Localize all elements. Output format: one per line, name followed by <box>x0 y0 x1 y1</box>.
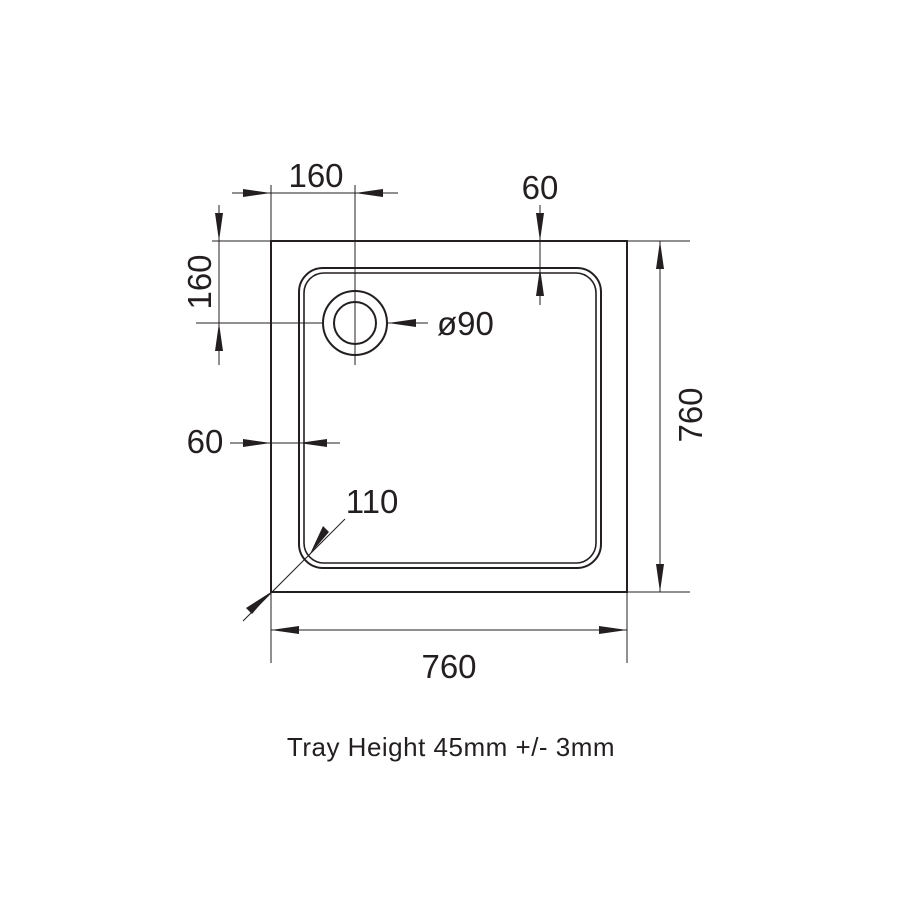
tray-basin-outer <box>298 267 602 569</box>
svg-text:760: 760 <box>421 648 476 685</box>
dimension-waste-x: 160 <box>232 157 398 365</box>
svg-text:60: 60 <box>187 423 224 460</box>
dimension-depth: 760 <box>627 240 709 593</box>
svg-text:ø90: ø90 <box>437 305 494 342</box>
svg-text:110: 110 <box>346 483 399 520</box>
svg-text:60: 60 <box>522 169 559 206</box>
dimension-corner: 110 <box>242 483 399 622</box>
tray-outer-edge <box>270 240 628 593</box>
tray-basin-inner <box>303 272 597 564</box>
svg-text:760: 760 <box>672 387 709 442</box>
dimension-width: 760 <box>270 592 628 685</box>
tray-height-caption: Tray Height 45mm +/- 3mm <box>287 732 615 762</box>
dimension-waste-y: 160 <box>181 205 322 365</box>
dimension-lip-top: 60 <box>522 169 559 305</box>
dimension-lip-left: 60 <box>187 423 340 460</box>
svg-text:160: 160 <box>181 254 218 309</box>
dimension-waste-diameter: ø90 <box>388 305 494 342</box>
svg-text:160: 160 <box>288 157 343 194</box>
